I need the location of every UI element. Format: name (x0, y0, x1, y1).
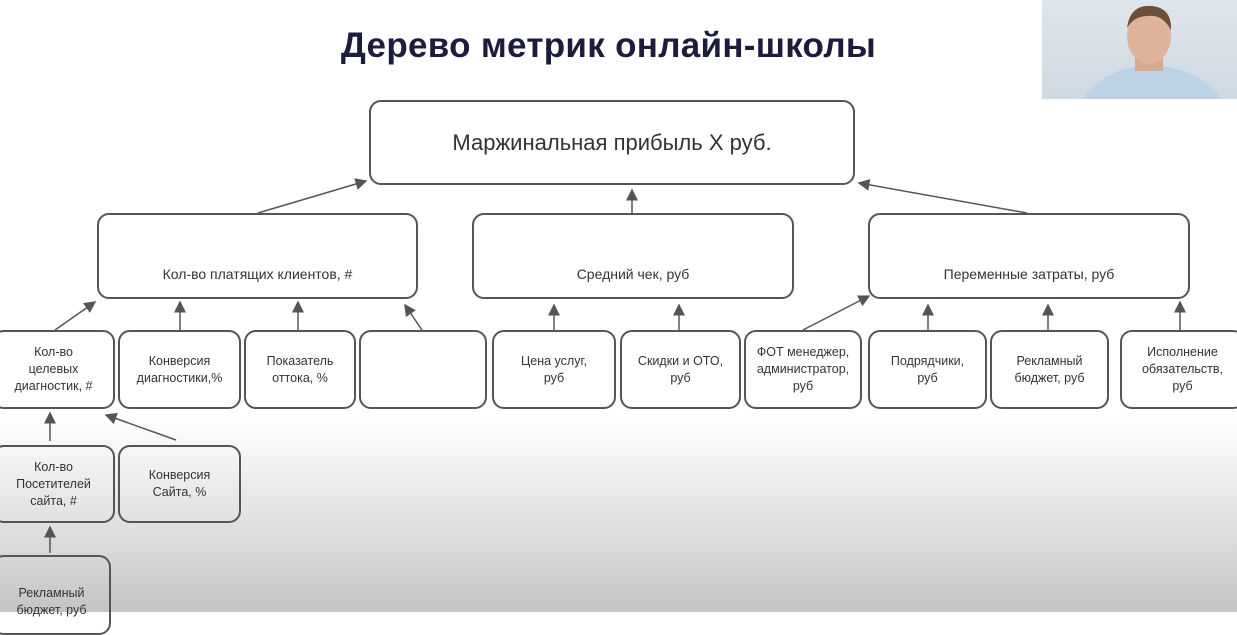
node-ad-budget: Рекламный бюджет, руб (990, 330, 1109, 409)
node-churn-rate: Показатель оттока, % (244, 330, 356, 409)
node-site-visitors: Кол-во Посетителей сайта, # (0, 445, 115, 523)
node-ad-budget-bottom: Рекламный бюджет, руб (0, 555, 111, 635)
node-site-conversion: Конверсия Сайта, % (118, 445, 241, 523)
node-variable-costs: Переменные затраты, руб (868, 213, 1190, 299)
node-obligations: Исполнение обязательств, руб (1120, 330, 1237, 409)
node-margin-profit: Маржинальная прибыль X руб. (369, 100, 855, 185)
webcam-video (1042, 0, 1237, 99)
node-empty (359, 330, 487, 409)
node-payroll: ФОТ менеджер, администратор, руб (744, 330, 862, 409)
node-contractors: Подрядчики, руб (868, 330, 987, 409)
slide-title: Дерево метрик онлайн-школы (340, 26, 877, 65)
node-service-price: Цена услуг, руб (492, 330, 616, 409)
presenter-silhouette-icon (1082, 5, 1222, 99)
node-average-check: Средний чек, руб (472, 213, 794, 299)
node-target-diagnostics: Кол-во целевых диагностик, # (0, 330, 115, 409)
node-paying-clients: Кол-во платящих клиентов, # (97, 213, 418, 299)
connector-arrows (44, 178, 1186, 553)
node-discounts-oto: Скидки и ОТО, руб (620, 330, 741, 409)
node-diagnostics-conversion: Конверсия диагностики,% (118, 330, 241, 409)
